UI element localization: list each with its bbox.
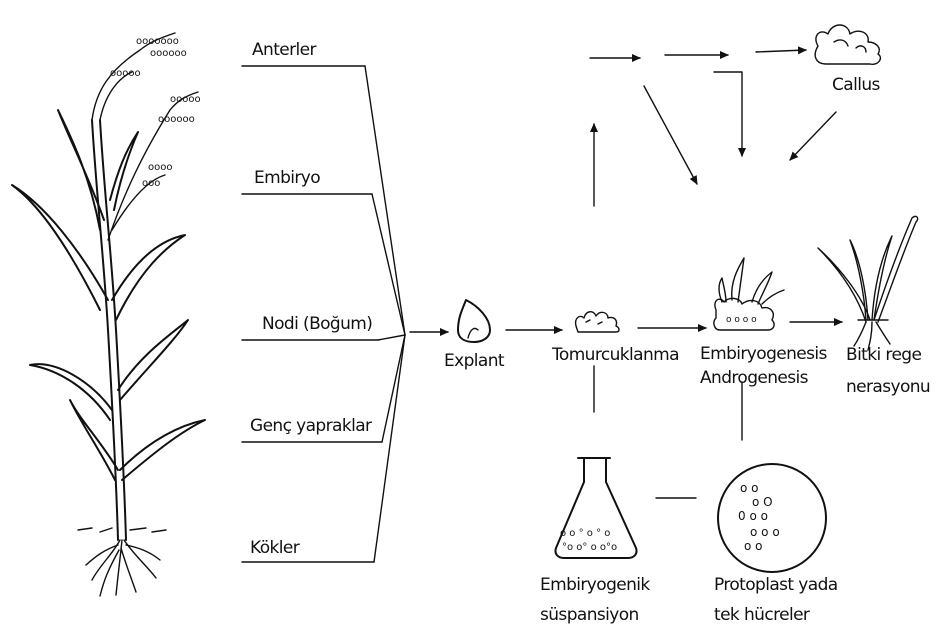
callus-branch [589,46,837,207]
label-embryo: Embiryo [254,168,320,188]
regenerated-plant-icon [817,215,919,351]
flow-arrows [409,318,843,336]
svg-text:ooooo: ooooo [170,94,201,105]
budding-icon [574,311,620,333]
svg-text:°o o° o o°o: °o o° o o°o [562,542,617,553]
svg-text:o o o o: o o o o [726,315,757,325]
label-regeneration-1: Bitki rege [846,345,921,365]
svg-text:oooooo: oooooo [150,48,187,59]
label-suspension-2: süspansiyon [540,605,639,625]
suspension-branch [593,365,743,499]
svg-text:ooo: ooo [142,178,160,189]
callus-icon [814,24,882,66]
label-roots: Kökler [250,538,300,558]
label-budding: Tomurcuklanma [551,345,679,365]
svg-text:o o ° o ° o: o o ° o ° o [560,528,610,539]
label-androgenesis: Androgenesis [700,368,809,388]
svg-text:oooooo: oooooo [158,114,195,125]
label-young-leaves: Genç yapraklar [250,416,372,436]
svg-text:0 o o: 0 o o [738,509,768,523]
embryogenesis-icon: o o o o [713,257,785,331]
plant-illustration: ooooooo oooooo ooooo ooooo oooooo oooo o… [11,32,206,597]
label-suspension-1: Embiryogenik [540,575,650,595]
label-protoplast-2: tek hücreler [714,605,810,625]
svg-text:o o: o o [744,539,763,553]
label-anthers: Anterler [252,40,316,60]
svg-text:o o o: o o o [750,525,780,539]
svg-text:ooooo: ooooo [110,68,141,79]
label-regeneration-2: nerasyonu [846,377,930,397]
svg-text:o o: o o [740,481,759,495]
explant-icon [457,299,491,343]
svg-text:ooooooo: ooooooo [136,36,179,47]
svg-text:oooo: oooo [148,162,172,173]
label-explant: Explant [444,351,505,371]
label-embryogenesis: Embiryogenesis [700,344,828,364]
label-callus: Callus [832,75,881,95]
flask-icon: o o ° o ° o °o o° o o°o [554,457,638,559]
petri-dish-icon: o o o O 0 o o o o o o o [717,463,827,573]
panicle-grains: ooooooo oooooo ooooo ooooo oooooo oooo o… [110,36,201,189]
svg-text:o O: o O [752,495,773,509]
source-labels: Anterler Embiryo Nodi (Boğum) Genç yapra… [241,40,383,563]
label-nodes: Nodi (Boğum) [262,314,372,334]
label-protoplast-1: Protoplast yada [714,575,838,595]
converging-lines [364,65,406,563]
